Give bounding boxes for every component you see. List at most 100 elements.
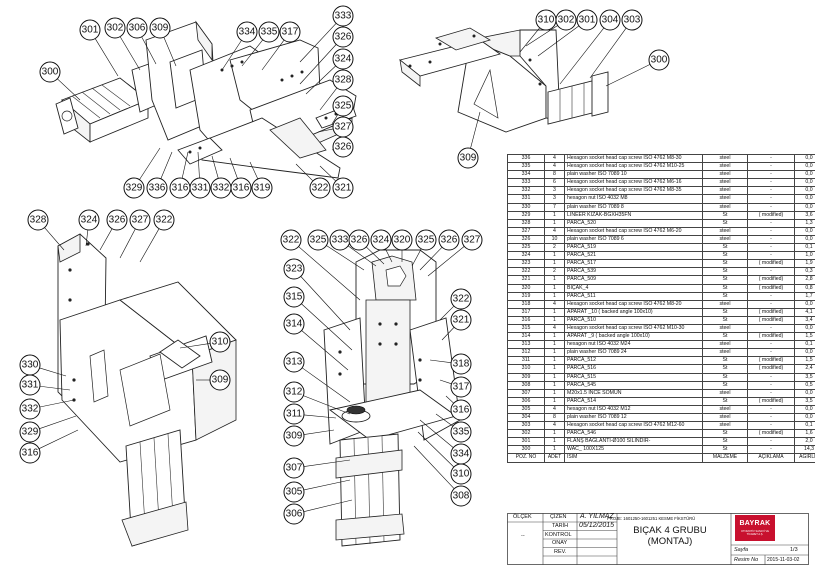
- bom-cell-malzeme: St: [702, 307, 748, 317]
- part-balloon: 320: [391, 229, 413, 251]
- balloon-circle: [332, 69, 354, 91]
- part-balloon: 316: [169, 177, 191, 199]
- bom-cell-malzeme: St: [702, 251, 748, 261]
- balloon-label: 310: [453, 469, 470, 480]
- bom-cell-adet: 1: [544, 332, 565, 342]
- bom-cell-agirlik: 0,0: [794, 226, 815, 236]
- balloon-circle: [149, 17, 171, 39]
- bom-cell-malzeme: St: [702, 267, 748, 277]
- bom-cell-poz: 322: [507, 267, 545, 277]
- balloon-circle: [332, 26, 354, 48]
- balloon-leader-line: [331, 114, 339, 125]
- bom-cell-malzeme: steel: [702, 299, 748, 309]
- bom-cell-adet: 1: [544, 275, 565, 285]
- part-balloon: 311: [283, 403, 305, 425]
- bom-cell-poz: 313: [507, 340, 545, 350]
- balloon-leader-line: [229, 157, 238, 179]
- part-balloon: 330: [19, 354, 41, 376]
- bom-cell-adet: 1: [544, 307, 565, 317]
- balloon-label: 324: [335, 54, 352, 65]
- bom-cell-agirlik: 0,0: [794, 388, 815, 398]
- balloon-leader-line: [445, 395, 454, 404]
- bom-cell-malzeme: steel: [702, 412, 748, 423]
- bom-cell-poz: 300: [507, 445, 545, 455]
- bom-cell-isim: WAC_ 100X125: [564, 445, 703, 455]
- logo-subtext: OTOMOTİV SANAYİ VE TİCARET A.Ş.: [740, 530, 769, 536]
- bom-cell-agirlik: 1,0: [794, 251, 815, 261]
- part-balloon: 307: [283, 457, 305, 479]
- bom-cell-agirlik: 0,0: [794, 170, 815, 180]
- bom-cell-malzeme: St: [702, 283, 748, 293]
- balloon-label: 333: [332, 235, 349, 246]
- bom-cell-aciklama: -: [747, 251, 795, 261]
- bom-cell-isim: APARAT _9 ( backed angle 100x10): [564, 332, 703, 342]
- bom-cell-aciklama: -: [747, 372, 795, 382]
- bom-cell-isim: PARCA_546: [564, 429, 703, 439]
- bom-cell-agirlik: 1,9: [794, 259, 815, 269]
- bom-cell-agirlik: 0,0: [794, 412, 815, 423]
- bom-cell-malzeme: St: [702, 315, 748, 325]
- part-balloon: 326: [106, 209, 128, 231]
- balloon-label: 310: [538, 15, 555, 26]
- balloon-label: 313: [286, 357, 303, 368]
- bom-cell-adet: 1: [544, 380, 565, 390]
- bom-cell-agirlik: 3,5: [794, 396, 815, 406]
- check-label: KONTROL: [545, 531, 572, 538]
- bom-cell-aciklama: -: [747, 194, 795, 204]
- bom-cell-agirlik: 0,3: [794, 267, 815, 277]
- bom-cell-isim: plain washer ISO 7089 10: [564, 170, 703, 180]
- bom-cell-malzeme: steel: [702, 348, 748, 358]
- bom-cell-adet: 8: [544, 170, 565, 180]
- balloon-label: 306: [129, 23, 146, 34]
- bom-cell-aciklama: ( modified): [747, 259, 795, 269]
- bom-cell-adet: 4: [544, 162, 565, 172]
- bom-cell-aciklama: -: [747, 380, 795, 390]
- part-balloon: 324: [332, 48, 354, 70]
- balloon-label: 303: [624, 15, 641, 26]
- balloon-label: 327: [132, 215, 149, 226]
- bom-cell-poz: 304: [507, 412, 545, 423]
- balloon-leader-line: [141, 36, 157, 65]
- part-balloon: 316: [19, 442, 41, 464]
- bom-cell-aciklama: ( modified): [747, 283, 795, 293]
- balloon-leader-line: [301, 303, 353, 351]
- title-block: ÖLÇEK -- ÇİZEN TARİH KONTROL ONAY REV. A…: [507, 513, 809, 565]
- part-balloon: 322: [309, 177, 331, 199]
- balloon-leader-line: [470, 111, 481, 149]
- bom-cell-adet: 10: [544, 234, 565, 245]
- balloon-circle: [283, 286, 305, 308]
- bom-cell-adet: 1: [544, 348, 565, 358]
- bom-cell-poz: 310: [507, 364, 545, 374]
- balloon-label: 301: [579, 15, 596, 26]
- balloon-circle: [457, 147, 479, 169]
- bom-cell-aciklama: -: [747, 388, 795, 398]
- balloon-leader-line: [366, 246, 385, 265]
- balloon-leader-line: [85, 229, 89, 247]
- balloon-circle: [129, 209, 151, 231]
- bom-cell-adet: 1: [544, 259, 565, 269]
- balloon-label: 312: [286, 387, 303, 398]
- bom-cell-adet: 1: [544, 388, 565, 398]
- bom-cell-isim: M20x1.5 İNCE SOMUN: [564, 388, 703, 398]
- balloon-label: 331: [22, 380, 39, 391]
- balloon-leader-line: [299, 23, 337, 63]
- bom-cell-agirlik: 0,1: [794, 243, 815, 253]
- balloon-circle: [19, 398, 41, 420]
- bom-cell-adet: 1: [544, 364, 565, 374]
- bom-cell-malzeme: steel: [702, 170, 748, 180]
- part-balloon: 331: [19, 374, 41, 396]
- bom-cell-aciklama: -: [747, 348, 795, 358]
- bom-cell-malzeme: steel: [702, 186, 748, 196]
- bom-header-isim: İSİM: [564, 453, 703, 463]
- balloon-label: 316: [22, 448, 39, 459]
- bom-cell-aciklama: ( modified): [747, 429, 795, 439]
- part-balloon: 336: [146, 177, 168, 199]
